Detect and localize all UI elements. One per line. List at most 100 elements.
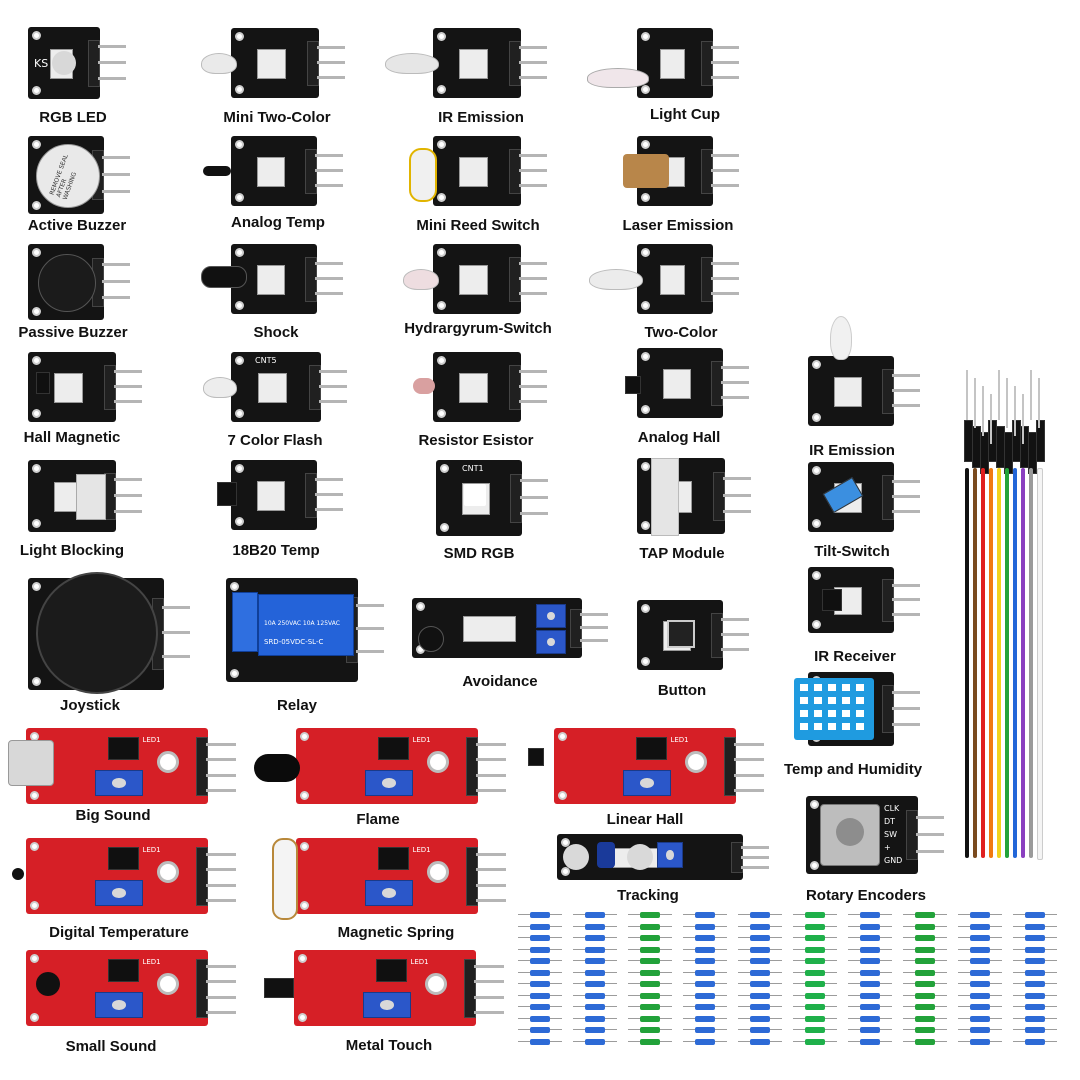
- resistor-body: [585, 946, 605, 953]
- header-pin: [356, 626, 384, 630]
- mounting-hole: [32, 356, 41, 365]
- resistor-body: [970, 1015, 990, 1022]
- header-pin: [519, 292, 547, 296]
- resistor: [793, 923, 837, 930]
- resistor-body: [750, 958, 770, 964]
- header-pin: [892, 723, 920, 727]
- resistor: [518, 1027, 562, 1033]
- mounting-hole: [437, 409, 446, 418]
- resistor: [793, 1015, 837, 1022]
- resistor-body: [915, 969, 935, 976]
- ir-sensor: [597, 842, 615, 868]
- joystick-module: [28, 572, 192, 694]
- mounting-hole: [32, 86, 41, 95]
- header-pin: [741, 855, 769, 859]
- resistor: [683, 1038, 727, 1045]
- mounting-hole: [685, 750, 708, 773]
- header-pin: [315, 184, 343, 188]
- header-pin: [711, 60, 739, 64]
- jumper-wire: [1005, 468, 1009, 858]
- two-color-module: [589, 244, 741, 314]
- pin-header: [466, 737, 478, 797]
- header-pin: [206, 773, 236, 777]
- resistor: [1013, 1027, 1057, 1033]
- mounting-hole: [235, 517, 244, 526]
- resistor-body: [915, 1015, 935, 1022]
- component: [459, 157, 488, 187]
- resistor: [1013, 1004, 1057, 1010]
- connector-pin: [966, 370, 968, 420]
- header-pin: [916, 832, 944, 836]
- connector-pin: [982, 386, 984, 436]
- header-pin: [102, 189, 130, 193]
- resistor-body: [640, 1004, 660, 1010]
- mounting-hole: [235, 193, 244, 202]
- mounting-hole: [558, 791, 567, 800]
- resistor-body: [695, 1038, 715, 1045]
- resistor-body: [530, 946, 550, 953]
- mounting-hole: [558, 732, 567, 741]
- dht-vent: [800, 710, 808, 717]
- resistor: [958, 981, 1002, 987]
- resistor: [903, 958, 947, 964]
- resistor-body: [860, 1004, 880, 1010]
- silkscreen-text: SW: [884, 830, 897, 839]
- microphone: [36, 972, 60, 996]
- resistor: [793, 1004, 837, 1010]
- resistor-body: [530, 912, 550, 918]
- digital-temperature-module: LED1: [12, 838, 238, 914]
- header-pin: [892, 388, 920, 392]
- resistor-body: [640, 1027, 660, 1033]
- header-pin: [206, 743, 236, 747]
- module-label: TAP Module: [639, 545, 725, 562]
- resistor: [958, 969, 1002, 976]
- header-pin: [114, 384, 142, 388]
- silkscreen-text: LED1: [142, 957, 161, 966]
- resistor: [683, 946, 727, 953]
- resistor: [518, 958, 562, 964]
- module-label: Avoidance: [462, 673, 538, 690]
- mounting-hole: [30, 901, 39, 910]
- resistor: [793, 992, 837, 999]
- resistor-body: [970, 923, 990, 930]
- resistor-body: [915, 935, 935, 941]
- resistor: [738, 923, 782, 930]
- header-pin: [892, 583, 920, 587]
- mounting-hole: [235, 356, 244, 365]
- header-pin: [519, 45, 547, 49]
- resistor-body: [860, 912, 880, 918]
- resistor: [628, 1015, 672, 1022]
- dht-vent: [856, 710, 864, 717]
- module-label: Joystick: [59, 697, 121, 714]
- resistor: [683, 981, 727, 987]
- mounting-hole: [561, 838, 570, 847]
- smd-rgb-module: CNT1: [436, 460, 550, 536]
- silkscreen-text: CNT1: [462, 464, 484, 473]
- resistor-body: [695, 935, 715, 941]
- header-pin: [98, 76, 126, 80]
- push-button: [667, 620, 695, 648]
- resistor-body: [530, 923, 550, 930]
- header-pin: [721, 648, 749, 652]
- light-blocking-module: [28, 460, 144, 532]
- header-pin: [580, 613, 608, 616]
- tracking-module: [557, 834, 771, 880]
- resistor: [628, 1004, 672, 1010]
- module-label: Laser Emission: [622, 217, 734, 234]
- resistor-body: [915, 912, 935, 918]
- silkscreen-text: SRD-05VDC-SL-C: [264, 638, 324, 646]
- mounting-hole: [641, 248, 650, 257]
- resistor-body: [750, 1038, 770, 1045]
- dht-vent: [856, 697, 864, 704]
- vibration-switch: [651, 458, 679, 536]
- resistor-body: [1025, 946, 1045, 953]
- resistor-body: [640, 935, 660, 941]
- resistor-body: [805, 1027, 825, 1033]
- module-label: IR Receiver: [814, 648, 896, 665]
- header-pin: [580, 626, 608, 630]
- resistor: [683, 992, 727, 999]
- encoder-knob: [836, 818, 864, 846]
- mounting-hole: [641, 462, 650, 471]
- resistor-body: [530, 1004, 550, 1010]
